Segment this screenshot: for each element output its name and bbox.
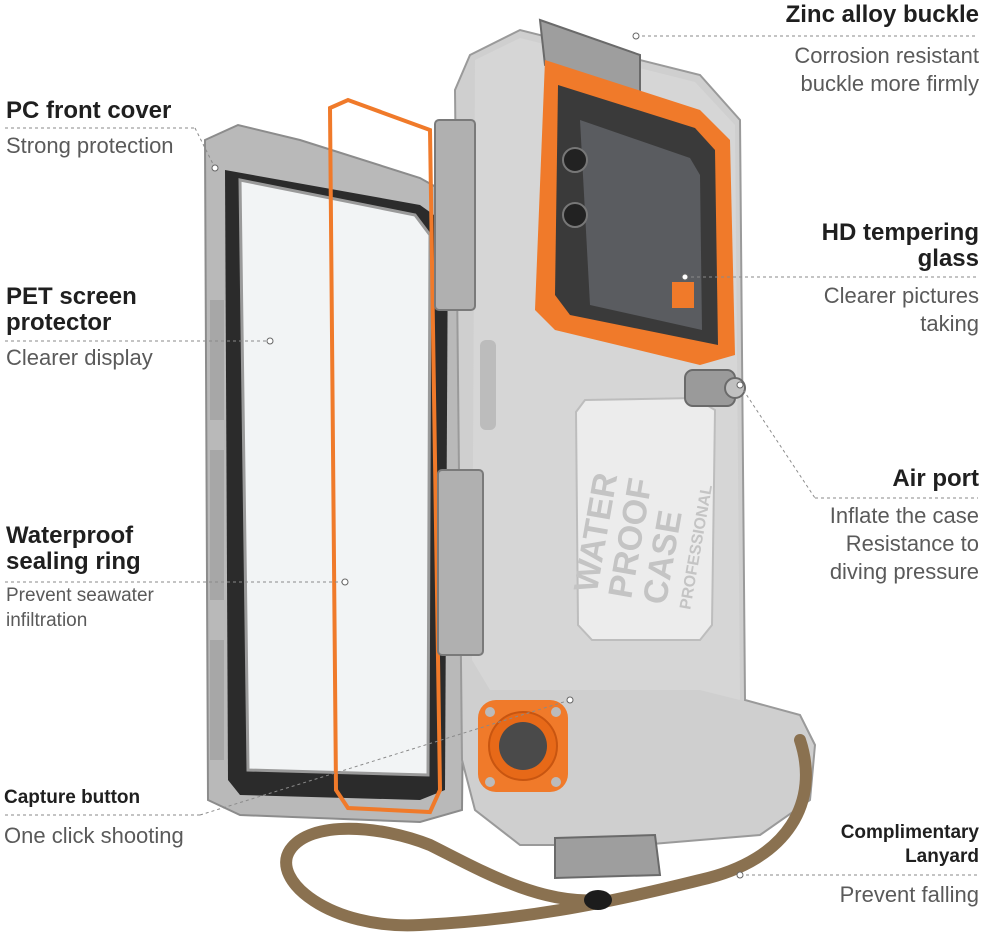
hd-glass-title-line2: glass	[917, 245, 979, 272]
pet-screen-desc: Clearer display	[6, 345, 153, 370]
callout-zinc-alloy-buckle: Zinc alloy buckle Corrosion resistant bu…	[699, 2, 979, 98]
capture-button-graphic	[478, 700, 568, 792]
callout-hd-tempering-glass: HD tempering glass Clearer pictures taki…	[719, 220, 979, 338]
hd-glass-desc-line2: taking	[920, 311, 979, 336]
leader-lines	[5, 35, 978, 876]
sealing-ring-title-line2: sealing ring	[6, 548, 141, 575]
air-port-title: Air port	[892, 465, 979, 492]
air-port-desc-line3: diving pressure	[829, 559, 979, 584]
leader-dots	[211, 32, 744, 879]
capture-button-desc: One click shooting	[4, 823, 184, 848]
sealing-ring	[327, 97, 443, 815]
pet-screen-title-line1: PET screen	[6, 283, 137, 310]
callout-capture-button: Capture button One click shooting	[4, 786, 224, 850]
callout-air-port: Air port Inflate the case Resistance to …	[739, 466, 979, 586]
zinc-buckle-desc-line1: Corrosion resistant	[794, 43, 979, 68]
capture-button-title: Capture button	[4, 787, 141, 808]
lanyard-stopper	[584, 890, 612, 910]
lanyard	[280, 734, 812, 932]
callout-complimentary-lanyard: Complimentary Lanyard Prevent falling	[739, 821, 979, 909]
air-port-knob	[684, 369, 746, 407]
sealing-ring-desc-line2: infiltration	[6, 610, 88, 631]
lanyard-desc: Prevent falling	[839, 882, 979, 907]
pc-front-cover-title: PC front cover	[6, 97, 172, 124]
zinc-buckle-title: Zinc alloy buckle	[785, 1, 979, 28]
hd-glass-desc-line1: Clearer pictures	[823, 283, 979, 308]
lanyard-title-line2: Lanyard	[905, 846, 979, 867]
callout-pc-front-cover: PC front cover Strong protection	[6, 98, 206, 160]
sealing-ring-desc-line1: Prevent seawater	[6, 585, 154, 606]
sealing-ring-title-line1: Waterproof	[6, 522, 134, 549]
air-port-desc-line2: Resistance to	[845, 531, 979, 556]
callout-pet-screen-protector: PET screen protector Clearer display	[6, 284, 206, 372]
callout-waterproof-sealing-ring: Waterproof sealing ring Prevent seawater…	[6, 523, 246, 633]
lanyard-title-line1: Complimentary	[840, 822, 979, 843]
pc-front-cover-desc: Strong protection	[6, 133, 174, 158]
air-port-desc-line1: Inflate the case	[829, 503, 979, 528]
hd-glass-title-line1: HD tempering	[821, 219, 979, 246]
zinc-buckle-desc-line2: buckle more firmly	[800, 71, 979, 96]
camera-window	[535, 60, 735, 365]
pet-screen-title-line2: protector	[6, 309, 112, 336]
